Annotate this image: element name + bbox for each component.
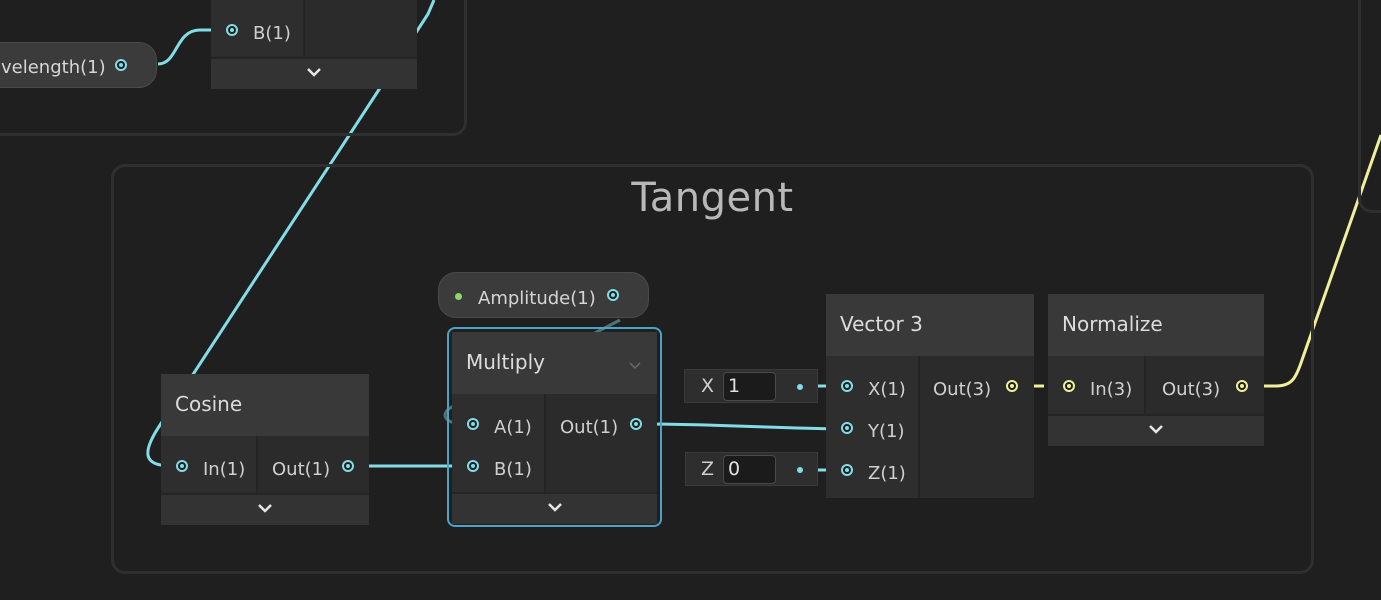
node-title: Cosine — [175, 392, 243, 416]
input-x-port[interactable] — [841, 380, 853, 392]
chevron-down-icon[interactable] — [1147, 420, 1165, 438]
node-header[interactable]: Normalize — [1048, 294, 1264, 356]
input-z-port[interactable] — [841, 464, 853, 476]
input-y-port[interactable] — [841, 422, 853, 434]
cosine-node[interactable]: Cosine In(1) Out(1) — [161, 374, 369, 525]
z-input-field[interactable]: Z 0 — [685, 452, 818, 486]
node-body: A(1) B(1) Out(1) — [452, 394, 657, 492]
field-output-dot — [797, 467, 803, 473]
pill-status-dot — [455, 293, 462, 300]
z-value-input[interactable]: 0 — [723, 455, 776, 484]
input-x-label: X(1) — [868, 379, 906, 400]
right-group-frame — [1358, 0, 1381, 213]
node-inputs — [452, 394, 546, 492]
node-footer[interactable] — [211, 57, 417, 89]
output-label: Out(3) — [1162, 379, 1221, 400]
input-z-label: Z(1) — [868, 463, 906, 484]
x-value-input[interactable]: 1 — [723, 372, 776, 401]
top-partial-node[interactable]: B(1) — [211, 0, 417, 89]
node-body: In(1) Out(1) — [161, 436, 369, 492]
node-footer[interactable] — [161, 493, 369, 525]
node-title: Multiply — [466, 350, 545, 374]
multiply-selection-outline — [447, 327, 662, 527]
x-input-field[interactable]: X 1 — [684, 369, 818, 403]
vector3-node[interactable]: Vector 3 X(1) Y(1) Z(1) Out(3) — [826, 294, 1034, 498]
amplitude-property-pill[interactable]: Amplitude(1) — [438, 272, 649, 318]
wire-multiply-to-vector3[interactable] — [641, 422, 846, 431]
output-port[interactable] — [1006, 380, 1018, 392]
pill-label: velength(1) — [1, 57, 106, 78]
node-body: X(1) Y(1) Z(1) Out(3) — [826, 356, 1034, 498]
tangent-group[interactable]: Tangent — [111, 164, 1314, 574]
input-b-label: B(1) — [494, 459, 532, 480]
group-title: Tangent — [631, 175, 794, 221]
field-label: Z — [701, 458, 715, 480]
upper-group-frame — [0, 0, 467, 136]
input-in-label: In(1) — [203, 459, 246, 480]
input-b-port[interactable] — [467, 460, 479, 472]
node-body: In(3) Out(3) — [1048, 356, 1264, 414]
multiply-node[interactable]: Multiply A(1) B(1) Out(1) — [452, 332, 657, 524]
collapse-chevron-icon[interactable] — [628, 358, 642, 372]
input-a-port[interactable] — [467, 418, 479, 430]
output-label: Out(3) — [933, 379, 992, 400]
input-b-port[interactable] — [226, 24, 238, 36]
normalize-node[interactable]: Normalize In(3) Out(3) — [1048, 294, 1264, 446]
node-header[interactable]: Vector 3 — [826, 294, 1034, 356]
output-label: Out(1) — [560, 417, 619, 438]
node-title: Normalize — [1062, 312, 1163, 336]
input-in-label: In(3) — [1090, 379, 1133, 400]
pill-output-port[interactable] — [607, 289, 619, 301]
input-y-label: Y(1) — [868, 421, 905, 442]
node-footer[interactable] — [452, 492, 657, 524]
chevron-down-icon[interactable] — [546, 498, 564, 516]
node-header[interactable]: Multiply — [452, 332, 657, 394]
chevron-down-icon[interactable] — [256, 499, 274, 517]
output-port[interactable] — [342, 460, 354, 472]
output-port[interactable] — [1236, 380, 1248, 392]
wire-normalize-out[interactable] — [1248, 134, 1381, 388]
input-in-port[interactable] — [1063, 380, 1075, 392]
input-a-label: A(1) — [494, 417, 532, 438]
chevron-down-icon[interactable] — [305, 63, 323, 81]
field-output-dot — [797, 384, 803, 390]
input-b-label: B(1) — [253, 23, 291, 44]
node-title: Vector 3 — [840, 312, 923, 336]
pill-output-port[interactable] — [115, 59, 127, 71]
field-label: X — [701, 375, 715, 397]
node-header[interactable]: Cosine — [161, 374, 369, 436]
node-footer[interactable] — [1048, 414, 1264, 446]
output-port[interactable] — [630, 418, 642, 430]
wavelength-property-pill[interactable]: velength(1) — [0, 42, 157, 88]
output-label: Out(1) — [272, 459, 331, 480]
pill-label: Amplitude(1) — [478, 288, 596, 309]
input-in-port[interactable] — [176, 460, 188, 472]
wire-wavelength-to-b[interactable] — [157, 28, 228, 66]
